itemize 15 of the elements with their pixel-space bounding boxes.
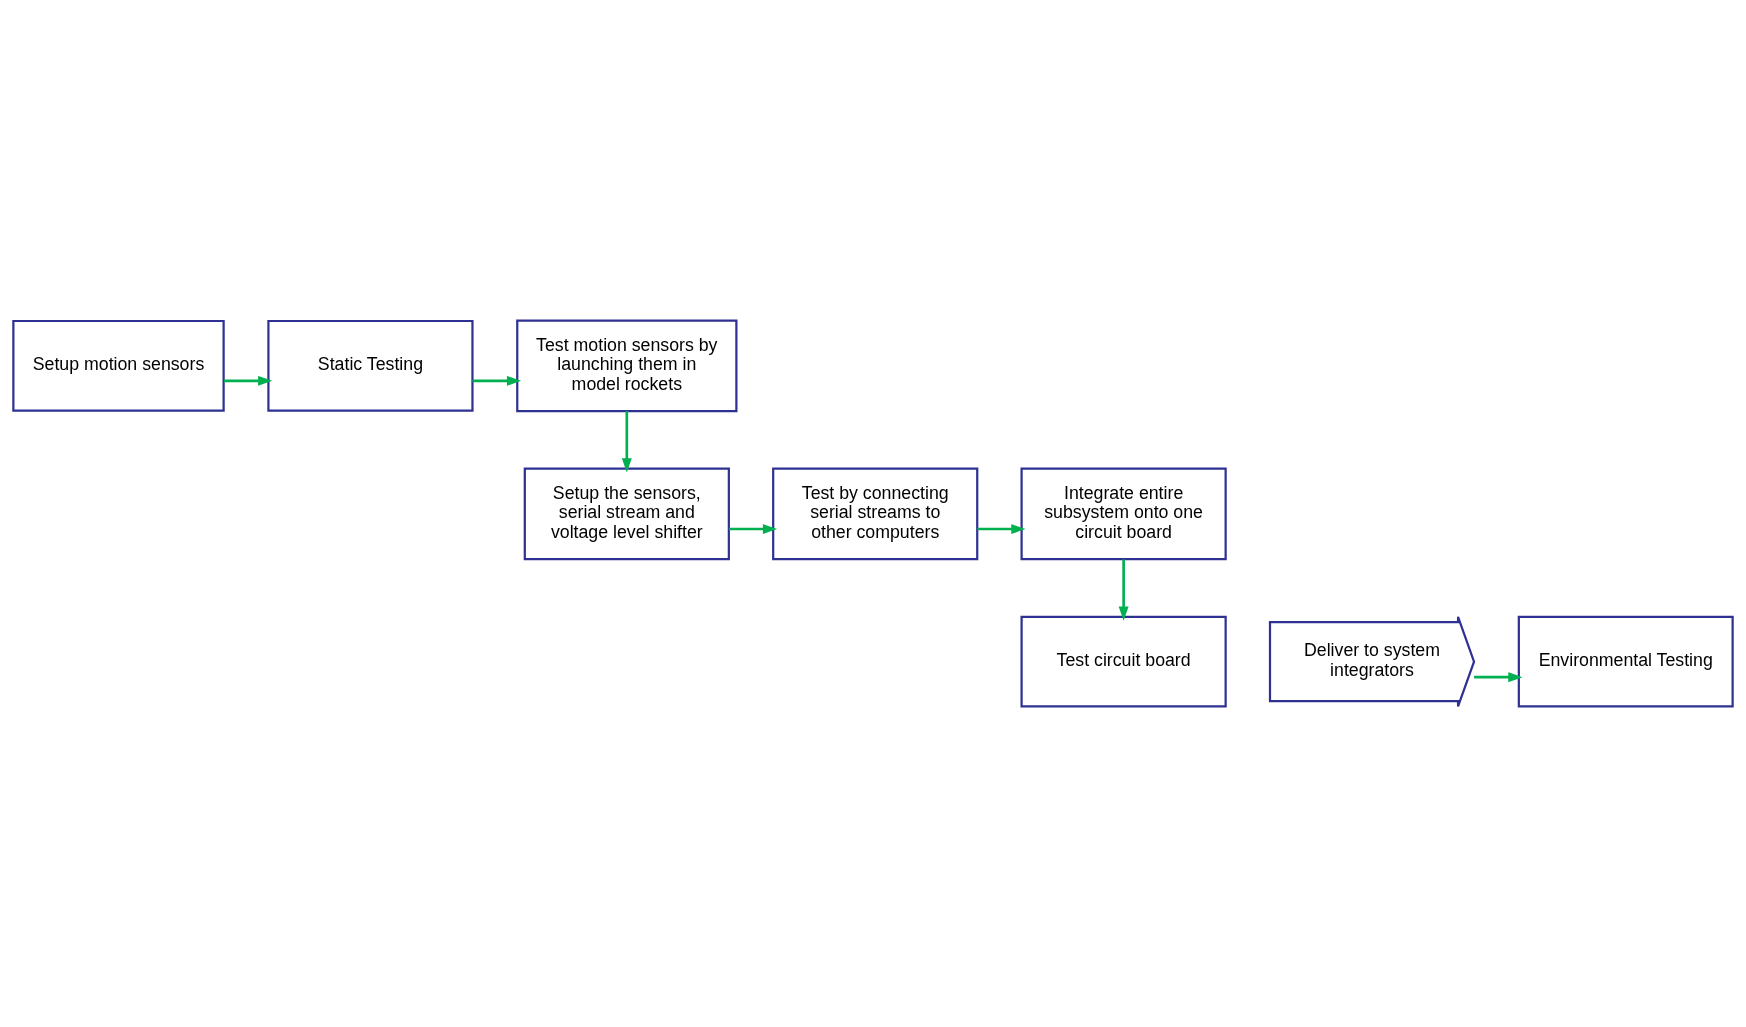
node-box: Test motion sensors by launching them in model rockets bbox=[516, 319, 738, 413]
arrow bbox=[1474, 672, 1523, 683]
node-box: Integrate entire subsystem onto one circuit board bbox=[1020, 467, 1227, 561]
arrow bbox=[621, 411, 632, 473]
arrow bbox=[728, 524, 778, 534]
arrow bbox=[977, 524, 1026, 534]
node-box: Static Testing bbox=[267, 319, 474, 412]
node-box: Setup the sensors, serial stream and voltage level shifter bbox=[523, 467, 730, 561]
node-box: Test circuit board bbox=[1020, 615, 1227, 708]
node-box: Setup motion sensors bbox=[12, 319, 225, 412]
arrow bbox=[472, 375, 522, 386]
arrow bbox=[223, 375, 273, 386]
arrow bbox=[1118, 559, 1129, 621]
node-box: Test by connecting serial streams to other computers bbox=[772, 467, 979, 561]
node-box: Environmental Testing bbox=[1517, 615, 1734, 708]
